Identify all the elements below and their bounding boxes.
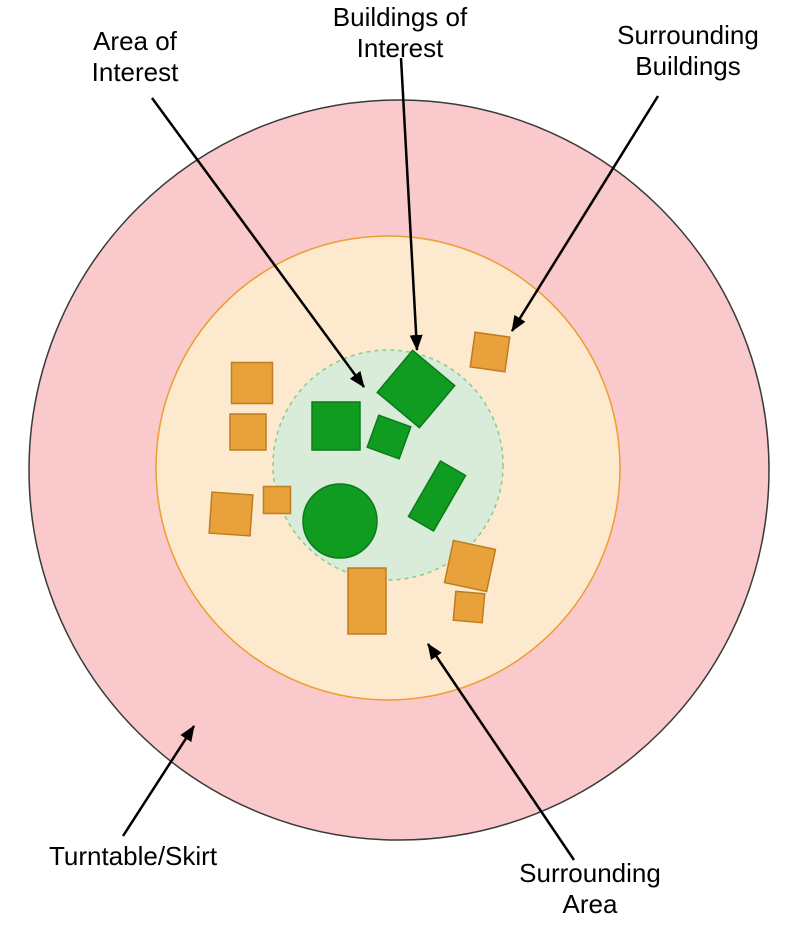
zones-layer [28,99,770,841]
buildings-layer [208,331,511,635]
building-of-interest [302,483,378,559]
surrounding-building [452,590,486,624]
surrounding-building [230,361,274,405]
building-of-interest [311,401,361,451]
label-turntable-skirt: Turntable/Skirt [48,841,218,871]
building-of-interest [376,349,456,429]
arrow-area-of-interest [150,97,366,388]
surrounding-building [443,539,497,593]
label-surrounding-area: Surrounding Area [519,858,661,919]
building-of-interest [366,414,412,460]
surrounding-building [347,567,387,635]
arrow-turntable-skirt [121,725,196,837]
arrow-surrounding-buildings [510,95,660,332]
label-area-of-interest: Area of Interest [91,26,179,87]
label-surrounding-buildings: Surrounding Buildings [617,20,759,81]
label-buildings-of-interest: Buildings of Interest [332,2,468,63]
surrounding-building [229,413,267,451]
surrounding-building [208,491,254,537]
surrounding-building [262,485,292,515]
building-of-interest [407,460,467,532]
arrows-layer [121,57,660,861]
arrow-buildings-of-interest [399,57,423,351]
surrounding-building [469,331,511,373]
arrow-surrounding-area [426,643,576,861]
